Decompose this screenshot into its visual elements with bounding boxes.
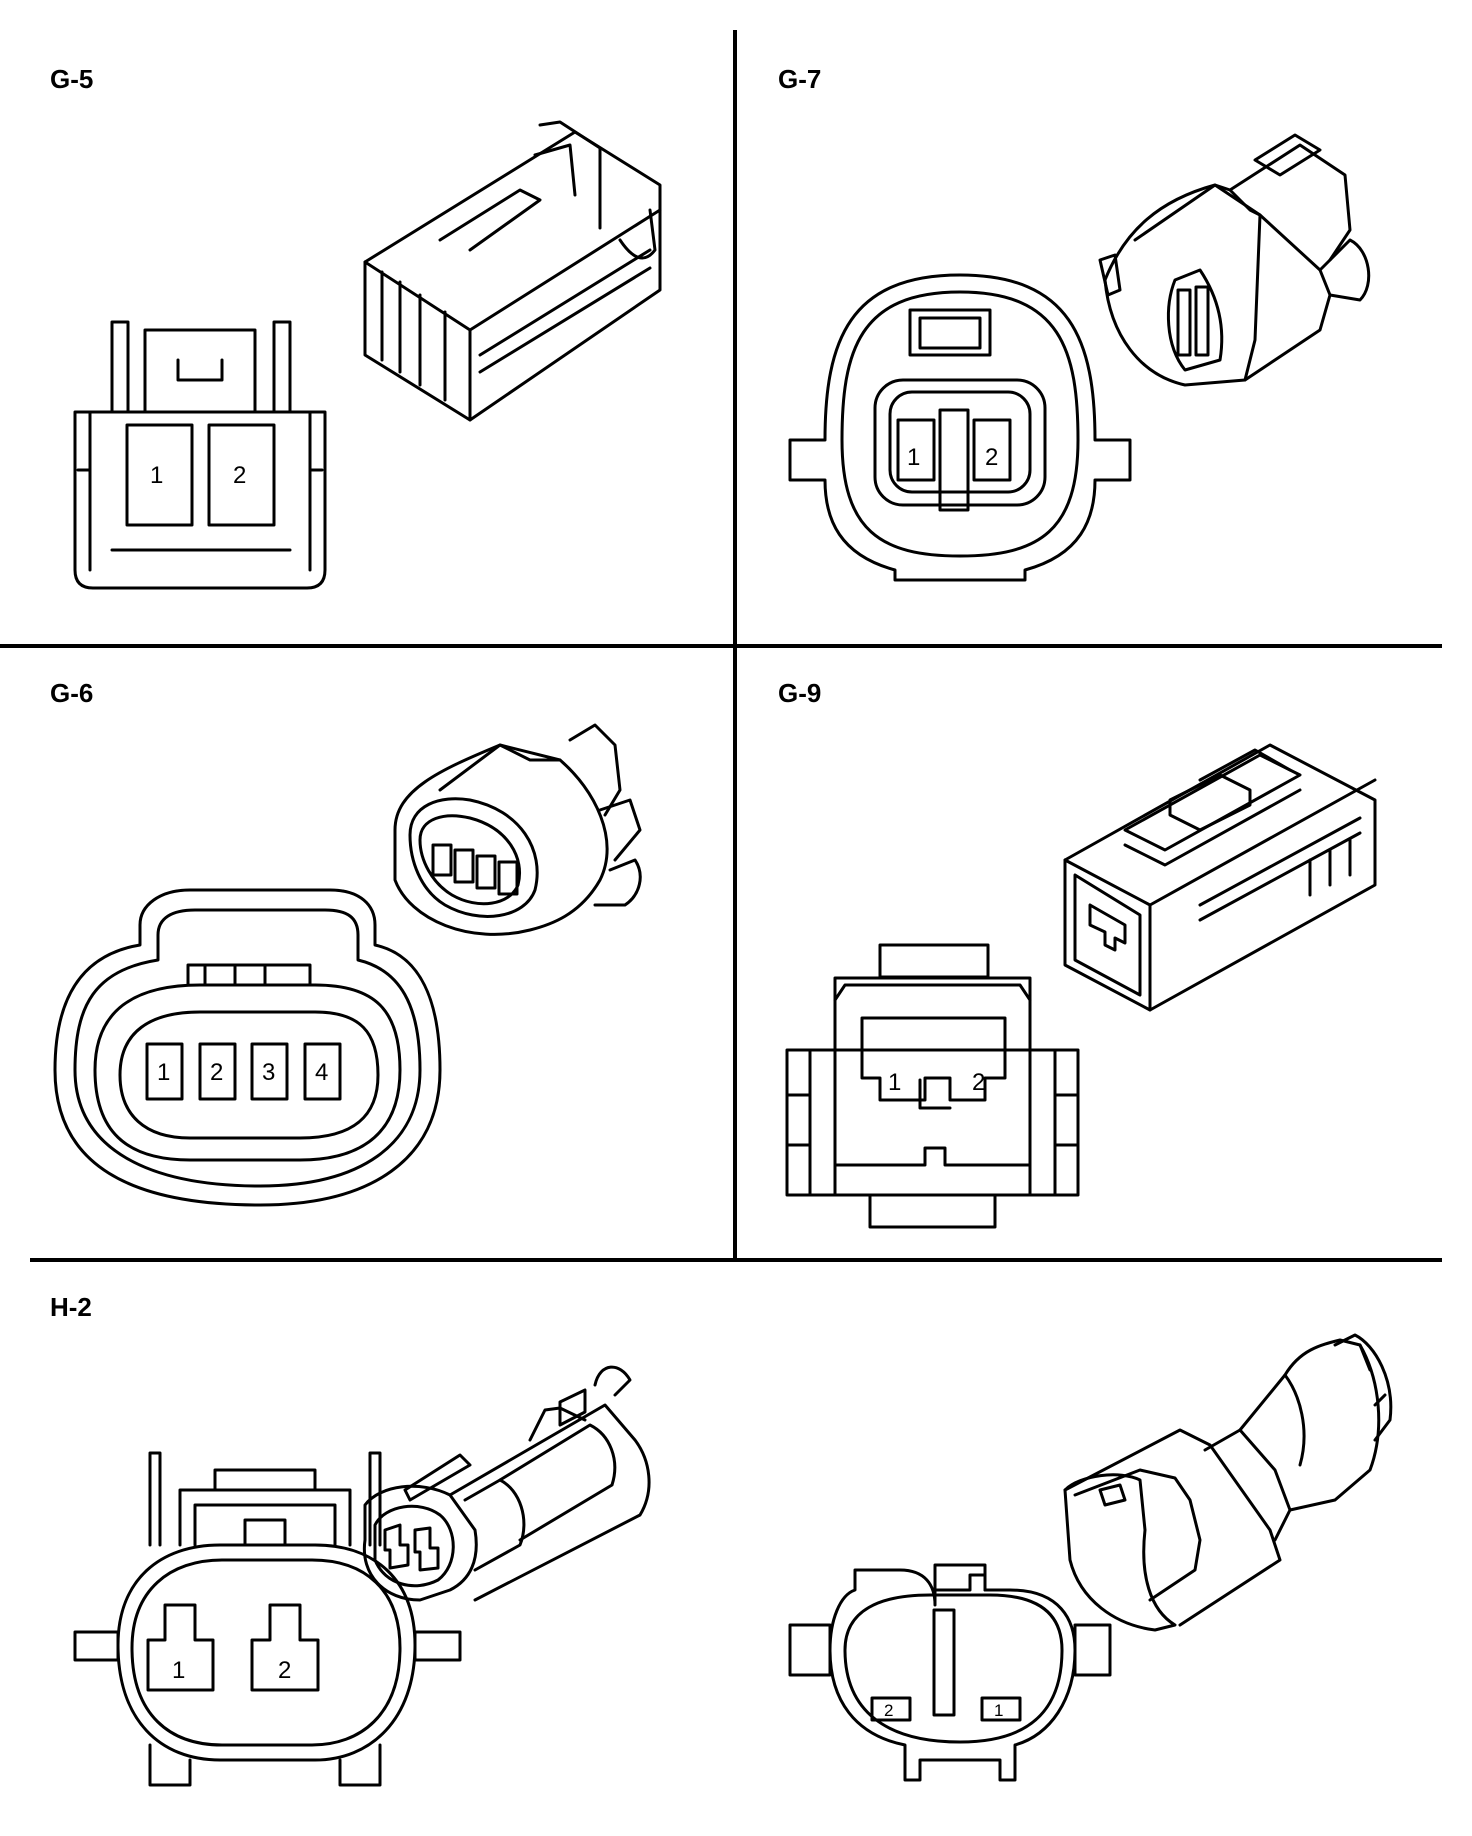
connector-g9-label: G-9 [778, 678, 821, 708]
connector-h2: H-2 1 2 [50, 1292, 651, 1787]
connector-g5: G-5 1 2 [50, 64, 662, 590]
connector-h2-face-view: 1 2 [73, 1451, 462, 1787]
connector-g7-perspective-view [1098, 133, 1371, 387]
connector-g7-label: G-7 [778, 64, 821, 94]
connector-g9: G-9 1 2 [778, 678, 1377, 1229]
connector-g6-face-view: 1 2 3 4 [53, 888, 442, 1207]
g6-pin-4: 4 [315, 1059, 328, 1086]
g6-pin-3: 3 [262, 1059, 275, 1086]
connector-g5-face-view: 1 2 [73, 320, 327, 590]
g6-pin-2: 2 [210, 1059, 223, 1086]
unlabeled-pin-2: 2 [884, 1701, 893, 1720]
g5-pin-1: 1 [150, 462, 163, 489]
connector-g7: G-7 1 2 [778, 64, 1371, 582]
connector-g6-label: G-6 [50, 678, 93, 708]
connector-g9-face-view: 1 2 [785, 943, 1080, 1229]
h2-pin-2: 2 [278, 1657, 291, 1684]
connector-g5-perspective-view [363, 120, 662, 422]
g9-pin-1: 1 [888, 1069, 901, 1096]
connector-unlabeled: 2 1 [788, 1333, 1393, 1782]
connector-h2-perspective-view [362, 1365, 651, 1602]
h2-pin-1: 1 [172, 1657, 185, 1684]
grid-dividers [0, 30, 1442, 1262]
g9-pin-2: 2 [972, 1069, 985, 1096]
g7-pin-2: 2 [985, 444, 998, 471]
connector-unlabeled-face-view: 2 1 [788, 1563, 1112, 1782]
connector-g9-perspective-view [1063, 743, 1377, 1012]
connector-g6-perspective-view [393, 723, 642, 936]
connector-unlabeled-perspective-view [1063, 1333, 1393, 1632]
connector-g6: G-6 1 2 3 4 [50, 678, 642, 1207]
connector-g5-label: G-5 [50, 64, 93, 94]
g7-pin-1: 1 [907, 444, 920, 471]
connector-h2-label: H-2 [50, 1292, 92, 1322]
connector-g7-face-view: 1 2 [788, 273, 1132, 582]
g5-pin-2: 2 [233, 462, 246, 489]
unlabeled-pin-1: 1 [994, 1701, 1003, 1720]
g6-pin-1: 1 [157, 1059, 170, 1086]
